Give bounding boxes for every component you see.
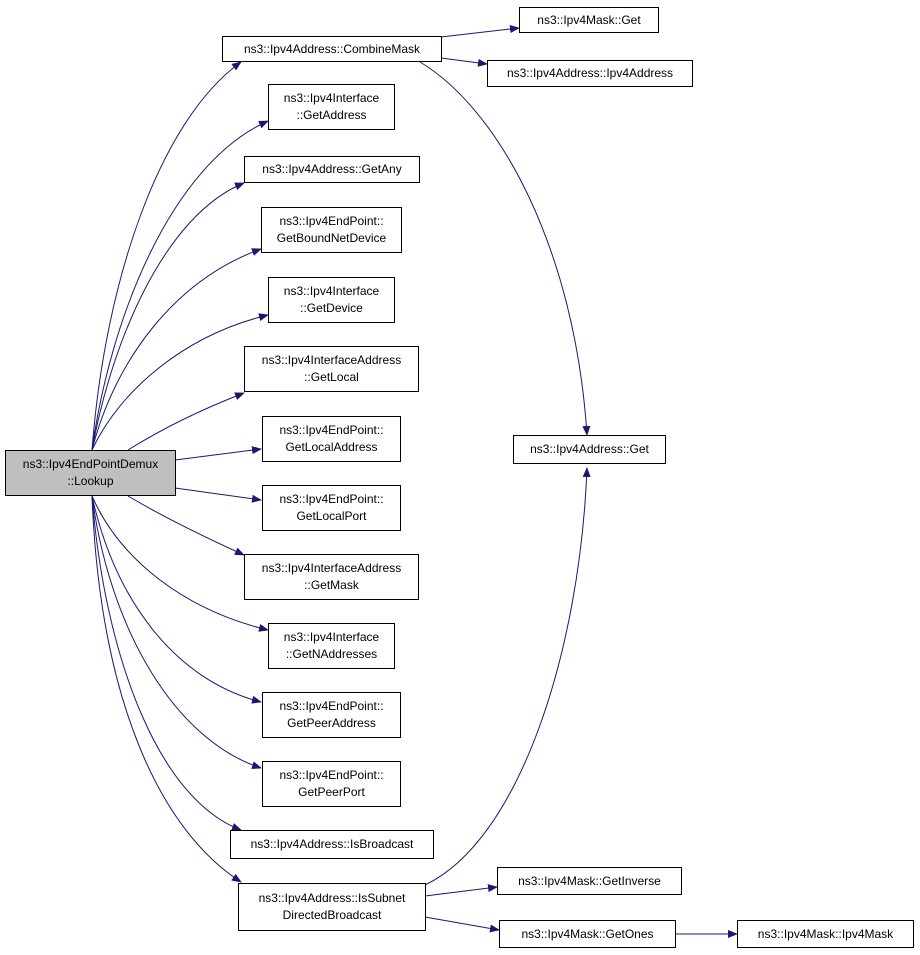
node-is-subnet-directed-broadcast[interactable]: ns3::Ipv4Address::IsSubnet DirectedBroad… (238, 883, 426, 931)
edge-lookup-ifgetaddress (91, 120, 269, 451)
node-label: GetLocalPort (296, 509, 367, 523)
edge-lookup-localport (174, 487, 262, 503)
edge-lookup-issubnet (91, 495, 242, 883)
node-get-peer-address[interactable]: ns3::Ipv4EndPoint:: GetPeerAddress (262, 692, 401, 738)
node-label: ns3::Ipv4EndPointDemux (22, 457, 159, 471)
node-mask-get[interactable]: ns3::Ipv4Mask::Get (519, 7, 659, 33)
node-label: ns3::Ipv4Address::CombineMask (243, 41, 421, 56)
node-label: ns3::Ipv4EndPoint:: (279, 492, 384, 506)
edge-lookup-peeraddress (91, 495, 262, 704)
node-label: GetPeerAddress (287, 716, 376, 730)
edge-lookup-getany (91, 182, 245, 451)
edge-lookup-ifagetmask (127, 495, 245, 556)
edge-combinemask-addrget (419, 61, 591, 436)
node-get-peer-port[interactable]: ns3::Ipv4EndPoint:: GetPeerPort (262, 761, 401, 807)
edge-lookup-localaddress (174, 446, 262, 461)
node-interface-address-get-mask[interactable]: ns3::Ipv4InterfaceAddress ::GetMask (244, 554, 419, 600)
node-label: ns3::Ipv4InterfaceAddress (261, 561, 402, 575)
node-label: ::GetAddress (296, 108, 367, 122)
node-label: ns3::Ipv4InterfaceAddress (261, 353, 402, 367)
edge-lookup-ifgetdevice (91, 313, 269, 451)
node-label: ::GetDevice (300, 301, 363, 315)
node-interface-get-n-addresses[interactable]: ns3::Ipv4Interface ::GetNAddresses (268, 623, 395, 669)
node-label: ns3::Ipv4EndPoint:: (279, 214, 384, 228)
node-mask-ctor[interactable]: ns3::Ipv4Mask::Ipv4Mask (737, 920, 914, 948)
edge-issubnet-addrget (424, 467, 591, 886)
node-label: ns3::Ipv4EndPoint:: (279, 699, 384, 713)
node-label: ::GetNAddresses (285, 647, 378, 661)
node-label: ns3::Ipv4Interface (283, 284, 380, 298)
node-label: GetLocalAddress (285, 440, 378, 454)
node-label: ::GetMask (304, 578, 359, 592)
edge-combinemask-addrctor (440, 57, 488, 67)
node-label: ns3::Ipv4Address::Get (530, 442, 649, 456)
edge-lookup-isbroadcast (91, 495, 242, 831)
edge-issubnet-getones (424, 916, 500, 933)
edge-lookup-peerport (91, 495, 262, 770)
node-address-get[interactable]: ns3::Ipv4Address::Get (513, 435, 666, 464)
node-label: ns3::Ipv4Interface (283, 91, 380, 105)
node-label: ns3::Ipv4Interface (283, 630, 380, 644)
edge-lookup-ifagetlocal (127, 392, 245, 451)
node-mask-get-inverse[interactable]: ns3::Ipv4Mask::GetInverse (497, 867, 682, 895)
node-get-bound-net-device[interactable]: ns3::Ipv4EndPoint:: GetBoundNetDevice (261, 207, 402, 253)
node-get-local-port[interactable]: ns3::Ipv4EndPoint:: GetLocalPort (262, 485, 401, 531)
edge-lookup-combinemask (91, 61, 242, 451)
node-label: GetPeerPort (298, 785, 365, 799)
node-mask-get-ones[interactable]: ns3::Ipv4Mask::GetOnes (499, 920, 676, 948)
node-get-local-address[interactable]: ns3::Ipv4EndPoint:: GetLocalAddress (262, 416, 401, 462)
node-is-broadcast[interactable]: ns3::Ipv4Address::IsBroadcast (230, 830, 434, 859)
node-interface-get-device[interactable]: ns3::Ipv4Interface ::GetDevice (268, 277, 395, 323)
node-label: ns3::Ipv4Address::Ipv4Address (506, 66, 674, 80)
node-label: GetBoundNetDevice (276, 231, 387, 245)
node-label: ns3::Ipv4Mask::GetInverse (518, 873, 661, 888)
root-node-lookup: ns3::Ipv4EndPointDemux ::Lookup (5, 450, 176, 496)
edge-combinemask-maskget (440, 25, 520, 38)
node-get-any[interactable]: ns3::Ipv4Address::GetAny (244, 156, 420, 183)
node-label: ns3::Ipv4EndPoint:: (279, 423, 384, 437)
node-label: ns3::Ipv4Mask::GetOnes (521, 926, 654, 941)
edge-issubnet-getinverse (424, 884, 498, 897)
edge-lookup-ifgetn (91, 495, 269, 632)
node-label: DirectedBroadcast (282, 908, 382, 922)
node-combine-mask[interactable]: ns3::Ipv4Address::CombineMask (222, 36, 442, 62)
node-label: ns3::Ipv4Address::GetAny (262, 162, 402, 176)
node-label: ns3::Ipv4Address::IsBroadcast (250, 837, 414, 851)
node-label: ns3::Ipv4Address::IsSubnet (258, 891, 406, 905)
node-label: ::GetLocal (304, 370, 359, 384)
node-label: ns3::Ipv4Mask::Get (537, 12, 641, 27)
node-label: ns3::Ipv4EndPoint:: (279, 768, 384, 782)
node-interface-get-address[interactable]: ns3::Ipv4Interface ::GetAddress (268, 84, 395, 130)
node-address-ctor[interactable]: ns3::Ipv4Address::Ipv4Address (487, 60, 693, 87)
node-interface-address-get-local[interactable]: ns3::Ipv4InterfaceAddress ::GetLocal (244, 346, 419, 392)
node-label: ns3::Ipv4Mask::Ipv4Mask (757, 926, 894, 941)
edge-lookup-boundnetdevice (91, 248, 262, 451)
node-label: ::Lookup (67, 474, 114, 488)
